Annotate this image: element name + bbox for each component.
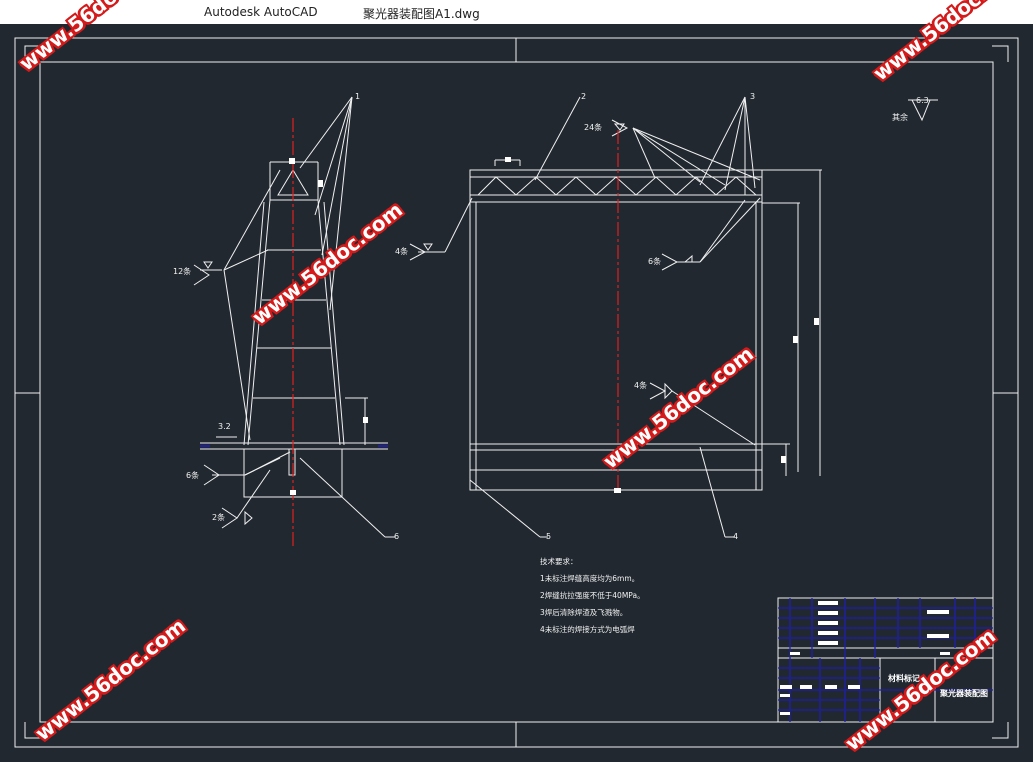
weld-label-12: 12条 — [173, 267, 192, 276]
weld-label-4-left: 4条 — [395, 247, 409, 256]
part-label-1: 1 — [355, 92, 361, 101]
weld-label-6-right: 6条 — [648, 257, 662, 266]
part-label-4: 4 — [733, 532, 739, 541]
weld-label-4-mid: 4条 — [634, 381, 648, 390]
frame-corner-tl — [24, 45, 41, 62]
weld-label-6-left: 6条 — [186, 471, 200, 480]
part-label-6: 6 — [394, 532, 400, 541]
frame-corner-br — [992, 722, 1009, 739]
roughness-other-label: 其余 — [892, 113, 908, 122]
title-block-material-mark: 材料标记 — [888, 674, 920, 683]
tech-note-1: 1未标注焊缝高度均为6mm。 — [540, 574, 640, 583]
part-label-2: 2 — [581, 92, 587, 101]
roughness-other-value: 6.3 — [916, 96, 929, 105]
title-block-fills — [780, 601, 950, 716]
weld-label-2: 2条 — [212, 513, 226, 522]
dimension-marks — [289, 157, 819, 495]
leaders-right — [409, 96, 938, 538]
app-name: Autodesk AutoCAD — [204, 5, 318, 19]
frame-corner-tr — [992, 45, 1009, 62]
tech-note-2: 2焊缝抗拉强度不低于40MPa。 — [540, 591, 645, 600]
drawing-svg — [14, 37, 1019, 748]
document-name: 聚光器装配图A1.dwg — [363, 7, 480, 21]
part-label-5: 5 — [546, 532, 552, 541]
side-view — [200, 161, 388, 498]
title-block-grid — [778, 598, 993, 722]
part-label-3: 3 — [750, 92, 756, 101]
leaders-left — [193, 96, 395, 538]
tech-note-4: 4未标注的焊接方式为电弧焊 — [540, 625, 635, 634]
title-block-drawing-title: 聚光器装配图 — [940, 689, 988, 698]
frame-corner-bl — [24, 722, 41, 739]
title-bar: Autodesk AutoCAD 聚光器装配图A1.dwg — [0, 0, 1033, 24]
roughness-small-value: 3.2 — [218, 422, 231, 431]
weld-label-24: 24条 — [584, 123, 603, 132]
tech-note-3: 3焊后清除焊渣及飞溅物。 — [540, 608, 628, 617]
centerlines — [292, 118, 619, 548]
tech-notes-heading: 技术要求： — [540, 557, 578, 566]
